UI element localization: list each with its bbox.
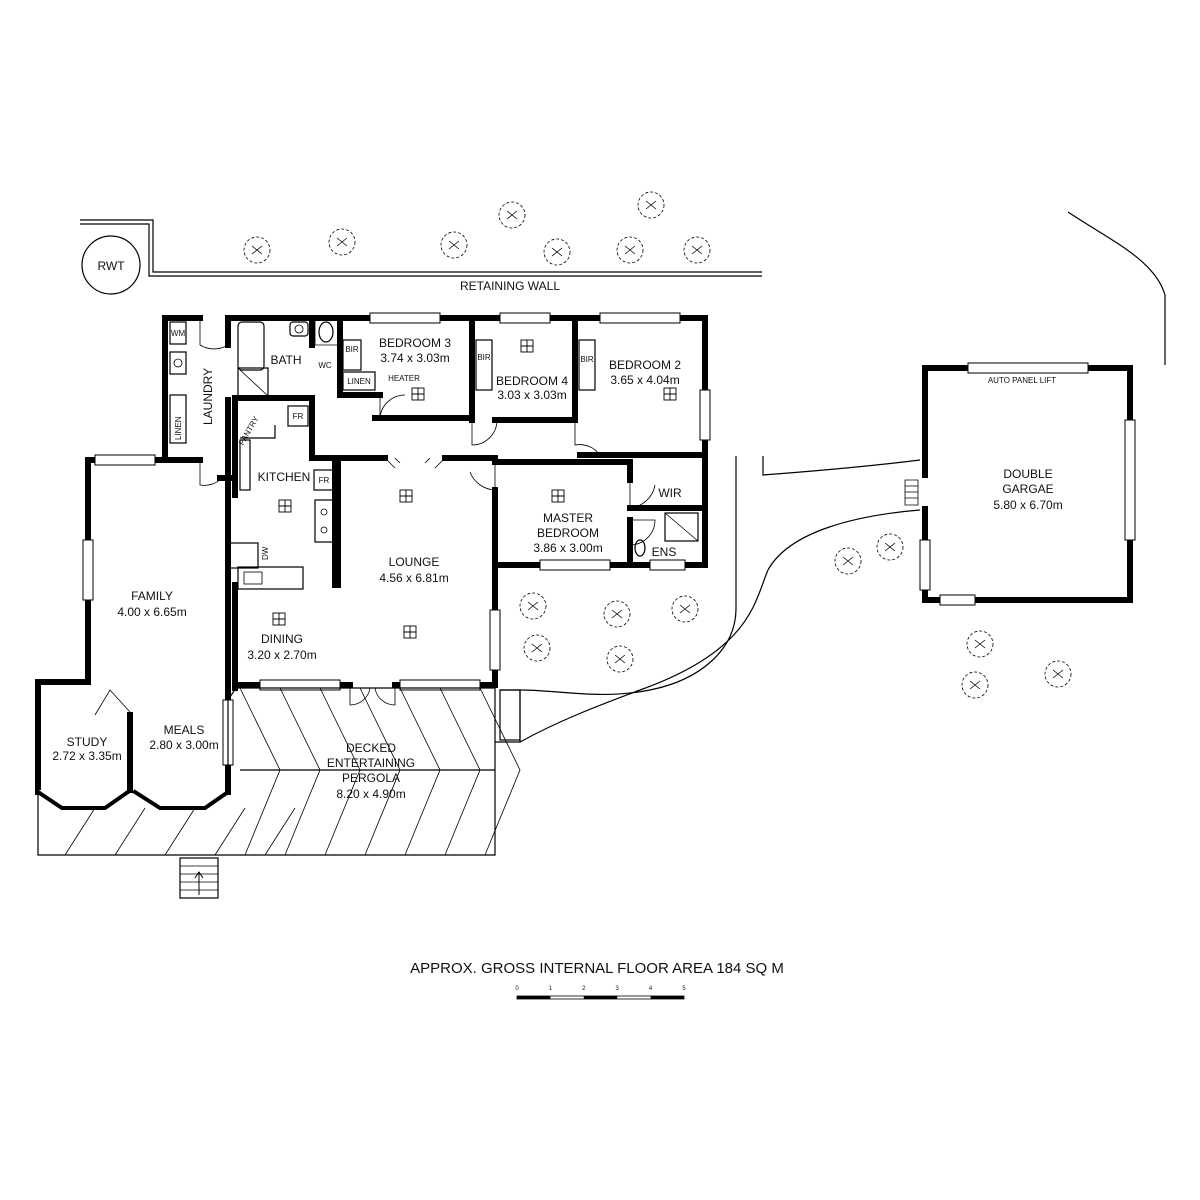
master-name-2: BEDROOM: [537, 526, 599, 540]
deck-name-1: DECKED: [346, 741, 396, 755]
ceiling-light-icon: [663, 387, 677, 401]
master-dim: 3.86 x 3.00m: [533, 541, 602, 555]
bedroom3-name: BEDROOM 3: [379, 336, 451, 350]
ceiling-light-icon: [403, 625, 417, 639]
kitchen-fridge-label: FR: [319, 476, 330, 485]
shrub-icon: [834, 547, 862, 575]
ens-name: ENS: [652, 545, 677, 559]
linen-label: LINEN: [347, 377, 371, 386]
ceiling-light-icon: [272, 612, 286, 626]
heater-label: HEATER: [388, 374, 420, 383]
deck-name-3: PERGOLA: [342, 771, 400, 785]
scale-label-4: 4: [649, 986, 653, 992]
meals-name: MEALS: [164, 723, 205, 737]
shrub-icon: [637, 191, 665, 219]
ceiling-light-icon: [551, 489, 565, 503]
retaining-wall-label: RETAINING WALL: [460, 279, 560, 293]
shrub-icon: [616, 236, 644, 264]
shrub-icon: [966, 630, 994, 658]
ceiling-light-icon: [278, 499, 292, 513]
doors: [94, 318, 656, 716]
study-dim: 2.72 x 3.35m: [52, 749, 121, 763]
scale-label-3: 3: [616, 986, 620, 992]
auto-panel-lift-label: AUTO PANEL LIFT: [988, 376, 1056, 385]
shrub-icon: [1044, 660, 1072, 688]
shrub-icon: [876, 533, 904, 561]
shrub-icon: [961, 671, 989, 699]
shrub-icon: [440, 231, 468, 259]
dining-name: DINING: [261, 632, 303, 646]
meals-dim: 2.80 x 3.00m: [149, 738, 218, 752]
ceiling-light-icon: [411, 387, 425, 401]
lounge-name: LOUNGE: [389, 555, 440, 569]
dw-label: DW: [261, 546, 270, 560]
scale-label-1: 1: [549, 986, 553, 992]
ceiling-light-icon: [399, 489, 413, 503]
shrub-icon: [671, 595, 699, 623]
bir4-label: BIR: [477, 353, 491, 362]
shrub-icon: [683, 236, 711, 264]
shrub-icon: [519, 592, 547, 620]
kitchen-name: KITCHEN: [258, 470, 311, 484]
family-name: FAMILY: [131, 589, 173, 603]
shrubs: [243, 191, 1072, 699]
driveway: [519, 456, 921, 743]
wm-label: WM: [171, 329, 186, 338]
deck-dim: 8.20 x 4.90m: [336, 787, 405, 801]
bir2-label: BIR: [580, 355, 594, 364]
dining-dim: 3.20 x 2.70m: [247, 648, 316, 662]
shrub-icon: [498, 201, 526, 229]
shrub-icon: [243, 236, 271, 264]
pantry-label: PANTRY: [237, 414, 261, 447]
laundry-name: LAUNDRY: [201, 368, 215, 425]
laundry-linen-label: LINEN: [174, 416, 183, 440]
rainwater-tank: RWT: [81, 235, 141, 295]
wir-name: WIR: [658, 486, 682, 500]
garage-dim: 5.80 x 6.70m: [993, 498, 1062, 512]
deck-name-2: ENTERTAINING: [327, 756, 415, 770]
master-name-1: MASTER: [543, 511, 593, 525]
scale-label-2: 2: [582, 986, 586, 992]
shrub-icon: [328, 228, 356, 256]
ceiling-light-icon: [520, 339, 534, 353]
room-labels: BEDROOM 3 3.74 x 3.03m BEDROOM 4 3.03 x …: [52, 336, 682, 801]
house-walls: [35, 315, 708, 795]
deck: [37, 687, 521, 899]
fixtures: WM LINEN FR FR DW BIR LINEN HEATER BIR B…: [169, 321, 699, 590]
bedroom2-name: BEDROOM 2: [609, 358, 681, 372]
wc-label: WC: [318, 361, 332, 370]
shrub-icon: [523, 634, 551, 662]
floor-area-caption: APPROX. GROSS INTERNAL FLOOR AREA 184 SQ…: [410, 960, 784, 977]
pantry-fridge-label: FR: [293, 412, 304, 421]
scale-bar: 0 1 2 3 4 5: [515, 986, 686, 1000]
family-dim: 4.00 x 6.65m: [117, 605, 186, 619]
shrub-icon: [606, 645, 634, 673]
shrub-icon: [543, 238, 571, 266]
bath-name: BATH: [270, 353, 301, 367]
study-name: STUDY: [67, 735, 108, 749]
rwt-label: RWT: [97, 259, 125, 273]
garage-name-2: GARGAE: [1002, 482, 1053, 496]
boundary-curve: [1067, 211, 1166, 365]
ceiling-lights: [272, 339, 677, 639]
retaining-wall: RETAINING WALL: [80, 219, 762, 293]
garage: AUTO PANEL LIFT DOUBLE GARGAE 5.80 x 6.7…: [904, 362, 1136, 606]
shrub-icon: [603, 600, 631, 628]
bay-windows: [35, 789, 231, 810]
bedroom3-dim: 3.74 x 3.03m: [380, 351, 449, 365]
lounge-dim: 4.56 x 6.81m: [379, 571, 448, 585]
scale-label-0: 0: [515, 986, 519, 992]
bedroom2-dim: 3.65 x 4.04m: [610, 373, 679, 387]
bir3-label: BIR: [345, 345, 359, 354]
scale-label-5: 5: [682, 986, 686, 992]
bedroom4-dim: 3.03 x 3.03m: [497, 388, 566, 402]
bedroom4-name: BEDROOM 4: [496, 374, 568, 388]
garage-name-1: DOUBLE: [1003, 467, 1052, 481]
